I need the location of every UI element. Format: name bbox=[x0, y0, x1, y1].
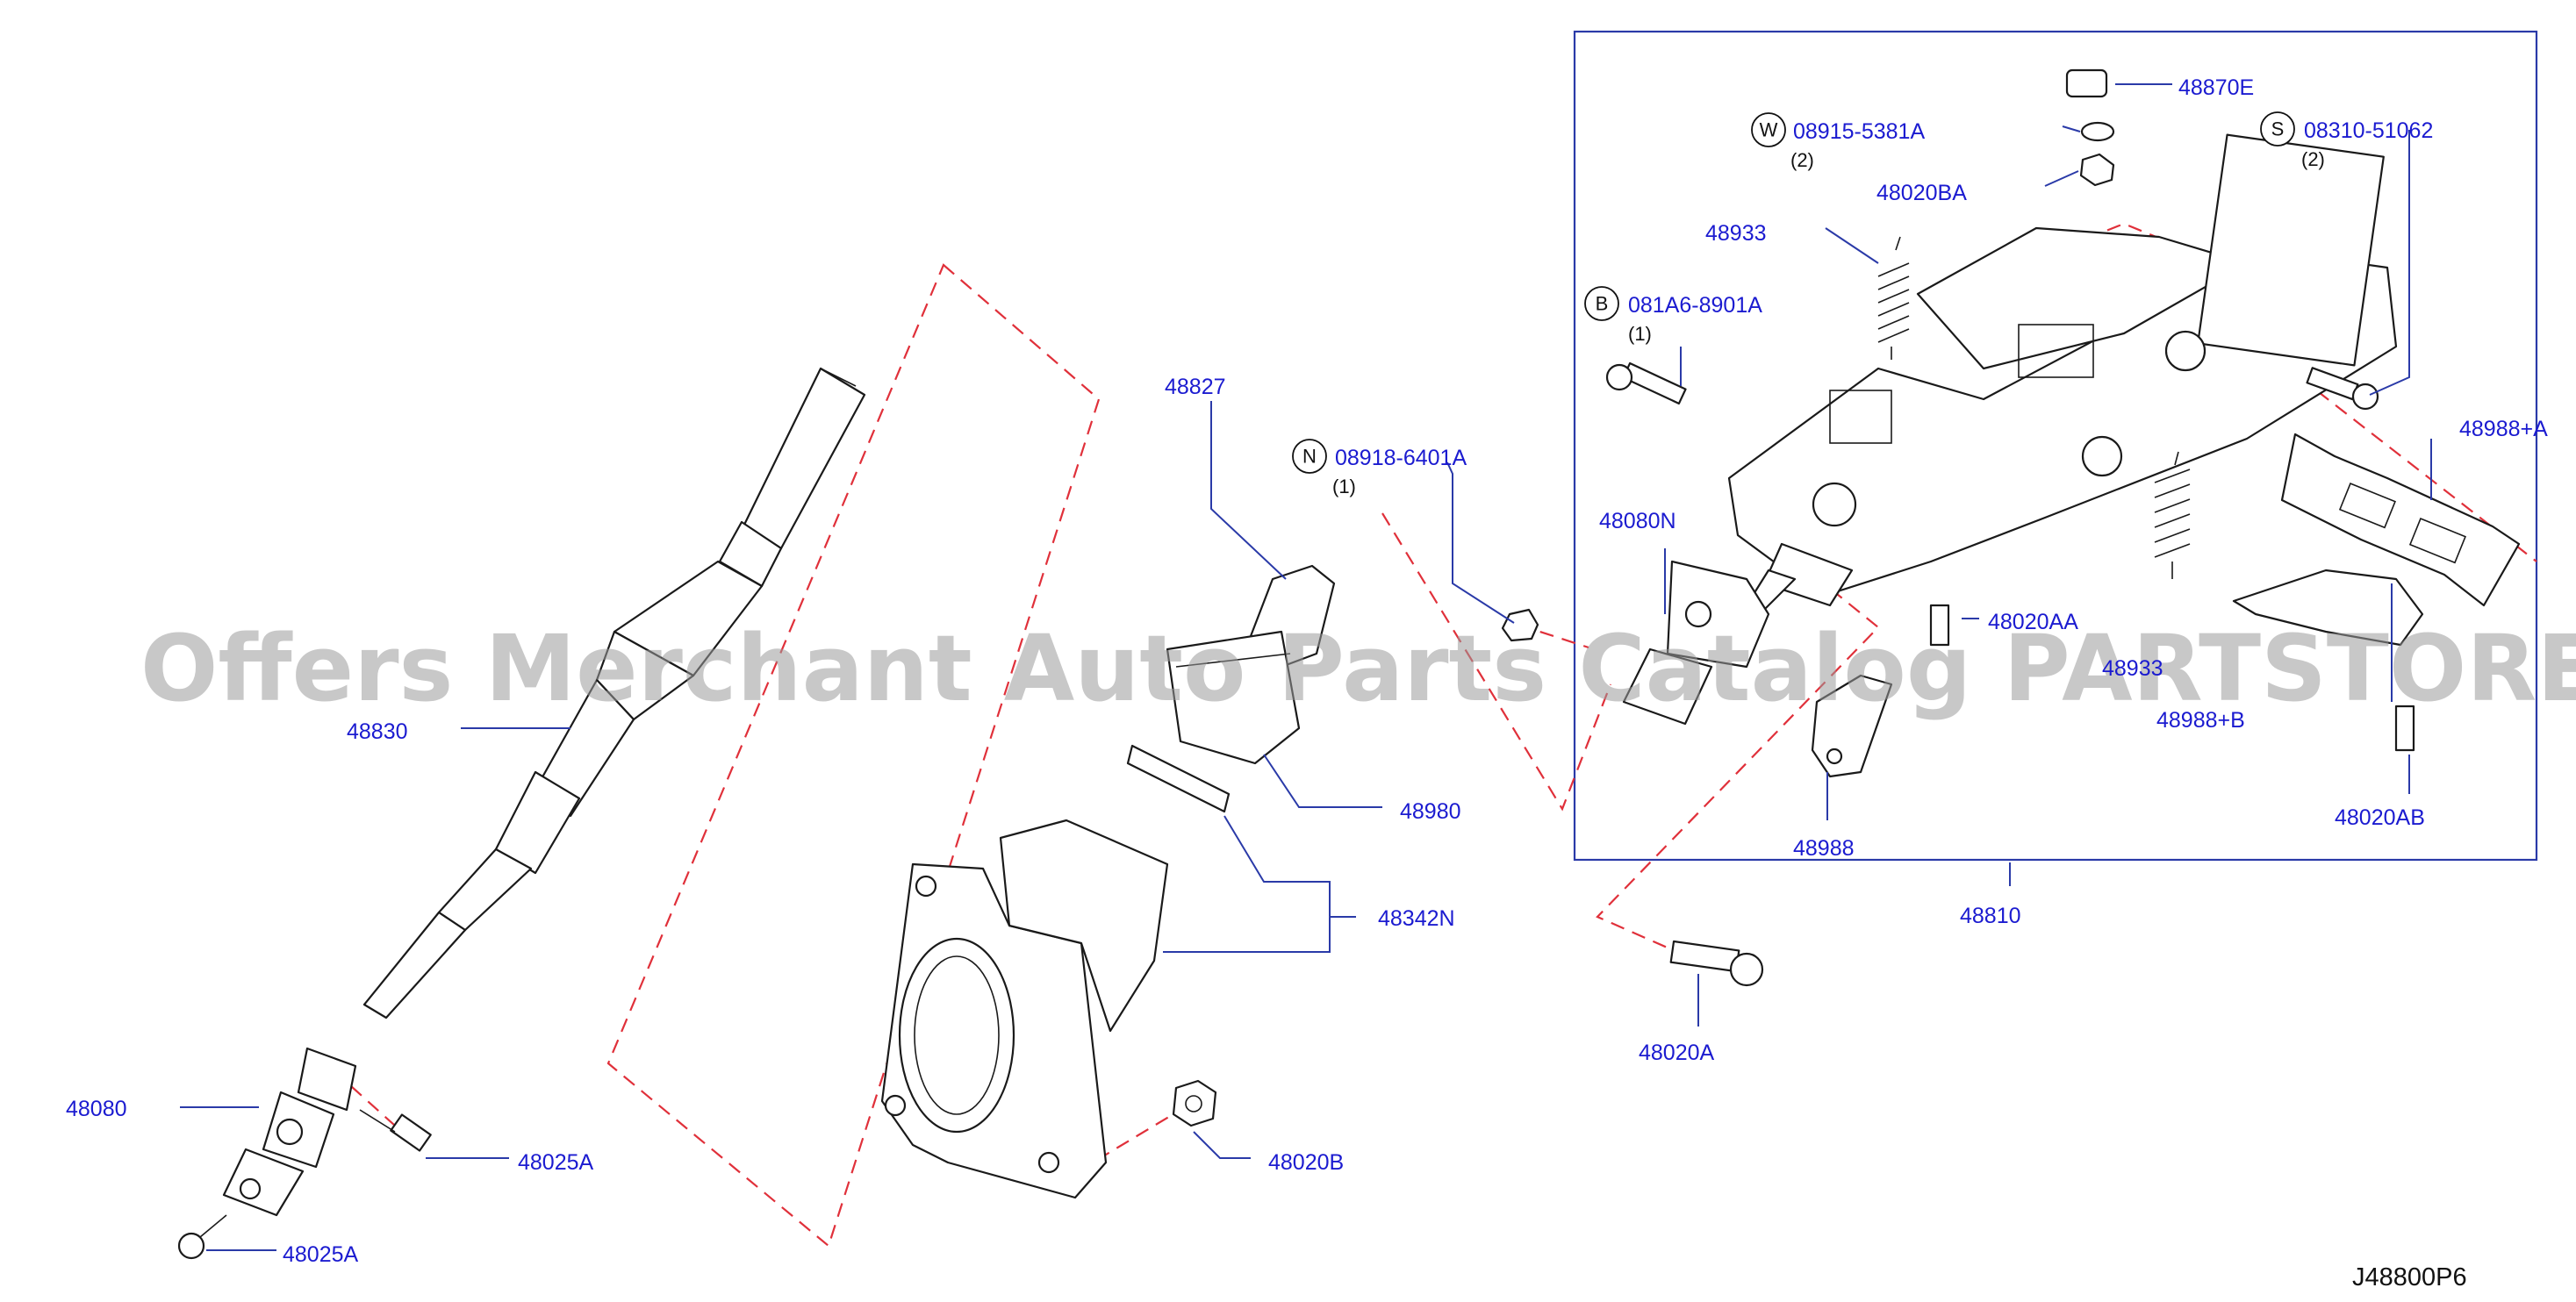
steering-column-48810-drawing bbox=[1727, 133, 2398, 616]
part-labels: 48830 48080 48025A 48025A 48827 48980 48… bbox=[66, 75, 2548, 1267]
label-48020AA[interactable]: 48020AA bbox=[1988, 610, 2078, 634]
cap-48870E-shape bbox=[2065, 68, 2108, 98]
label-48020BA[interactable]: 48020BA bbox=[1876, 181, 1967, 205]
qty-08915-5381A: (2) bbox=[1790, 149, 1814, 171]
label-48830[interactable]: 48830 bbox=[347, 719, 408, 744]
label-08918-6401A[interactable]: 08918-6401A bbox=[1335, 446, 1467, 470]
symbol-circle-n bbox=[1292, 439, 1327, 474]
leader-lines bbox=[180, 83, 2432, 1251]
symbol-letter-b: B bbox=[1596, 293, 1609, 315]
nut-08918-6401A-shape bbox=[1501, 608, 1539, 642]
bearing-parts-drawing bbox=[1126, 564, 1336, 813]
fastener-callout-b: B 081A6-8901A (1) bbox=[1584, 286, 1762, 345]
label-08310-51062[interactable]: 08310-51062 bbox=[2304, 118, 2433, 143]
label-081A6-8901A[interactable]: 081A6-8901A bbox=[1628, 293, 1762, 318]
fastener-drawings bbox=[177, 68, 2415, 1260]
label-48020A[interactable]: 48020A bbox=[1639, 1041, 1715, 1065]
shaft-group-dashed-outline bbox=[606, 263, 1101, 1248]
fastener-callout-s: S 08310-51062 (2) bbox=[2260, 111, 2433, 170]
label-48080N[interactable]: 48080N bbox=[1599, 509, 1676, 533]
qty-08918-6401A: (1) bbox=[1332, 476, 1356, 497]
label-48870E[interactable]: 48870E bbox=[2178, 75, 2254, 100]
assembly-frame bbox=[1573, 30, 2538, 862]
bracket-48988B-drawing bbox=[2232, 569, 2424, 647]
universal-joint-48080N-drawing bbox=[1622, 560, 1770, 726]
column-cover-48342N-drawing bbox=[880, 819, 1169, 1199]
label-48988B[interactable]: 48988+B bbox=[2156, 708, 2245, 733]
label-48020B[interactable]: 48020B bbox=[1268, 1150, 1344, 1175]
washer-08915-5381A-shape bbox=[2080, 121, 2115, 142]
universal-joint-48080-drawing bbox=[222, 1047, 357, 1217]
symbol-letter-s: S bbox=[2271, 118, 2285, 140]
label-48020AB[interactable]: 48020AB bbox=[2335, 805, 2425, 830]
label-48980[interactable]: 48980 bbox=[1400, 799, 1461, 824]
symbol-letter-w: W bbox=[1760, 119, 1778, 141]
fastener-callout-n: N 08918-6401A (1) bbox=[1292, 439, 1467, 497]
label-48342N[interactable]: 48342N bbox=[1378, 906, 1455, 931]
label-08915-5381A[interactable]: 08915-5381A bbox=[1793, 119, 1925, 144]
fastener-callout-w: W 08915-5381A (2) bbox=[1751, 112, 1925, 171]
watermark-text: Offers Merchant Auto Parts Catalog PARTS… bbox=[140, 615, 2576, 722]
label-48810[interactable]: 48810 bbox=[1960, 904, 2021, 928]
label-48025A-top[interactable]: 48025A bbox=[518, 1150, 594, 1175]
label-48080[interactable]: 48080 bbox=[66, 1097, 127, 1121]
label-48933-right[interactable]: 48933 bbox=[2102, 656, 2163, 681]
bolt-48020A-shape bbox=[1669, 940, 1764, 987]
dashed-guide-bracket-right bbox=[2299, 376, 2537, 562]
dashed-guide-shaft-to-joint bbox=[1381, 512, 1612, 812]
shim-shape bbox=[1126, 744, 1231, 813]
bracket-48988A-drawing bbox=[2280, 433, 2521, 607]
qty-08310-51062: (2) bbox=[2301, 148, 2325, 170]
label-48988[interactable]: 48988 bbox=[1793, 836, 1855, 861]
diagram-code: J48800P6 bbox=[2352, 1263, 2467, 1291]
symbol-circle-s bbox=[2260, 111, 2295, 147]
intermediate-shaft-48830-drawing bbox=[362, 367, 866, 1019]
dashed-guide-cover-bolt bbox=[1096, 1112, 1177, 1161]
bolt-48020AB-shape bbox=[2394, 705, 2415, 752]
bolt-081A6-8901A-shape bbox=[1605, 361, 1687, 405]
label-48025A-bottom[interactable]: 48025A bbox=[283, 1242, 359, 1267]
spring-48933-top-drawing bbox=[1877, 236, 1910, 360]
dashed-guide-column-to-bolt bbox=[1596, 517, 1880, 967]
nut-48020B-shape bbox=[1172, 1079, 1217, 1127]
bracket-48988-drawing bbox=[1811, 674, 1893, 778]
bolt-48025A-bottom-shape bbox=[177, 1214, 227, 1260]
qty-081A6-8901A: (1) bbox=[1628, 323, 1652, 345]
label-48933-top[interactable]: 48933 bbox=[1705, 221, 1767, 246]
nut-48020BA-shape bbox=[2079, 153, 2115, 187]
label-48988A[interactable]: 48988+A bbox=[2459, 417, 2548, 441]
bolt-08310-51062-shape bbox=[2306, 367, 2379, 411]
bolt-48020AA-shape bbox=[1929, 604, 1950, 647]
symbol-letter-n: N bbox=[1302, 446, 1317, 468]
spring-48933-right-drawing bbox=[2154, 451, 2191, 579]
symbol-circle-b bbox=[1584, 286, 1619, 321]
label-48827[interactable]: 48827 bbox=[1165, 375, 1226, 399]
bolt-48025A-top-shape bbox=[359, 1109, 432, 1152]
symbol-circle-w bbox=[1751, 112, 1786, 147]
